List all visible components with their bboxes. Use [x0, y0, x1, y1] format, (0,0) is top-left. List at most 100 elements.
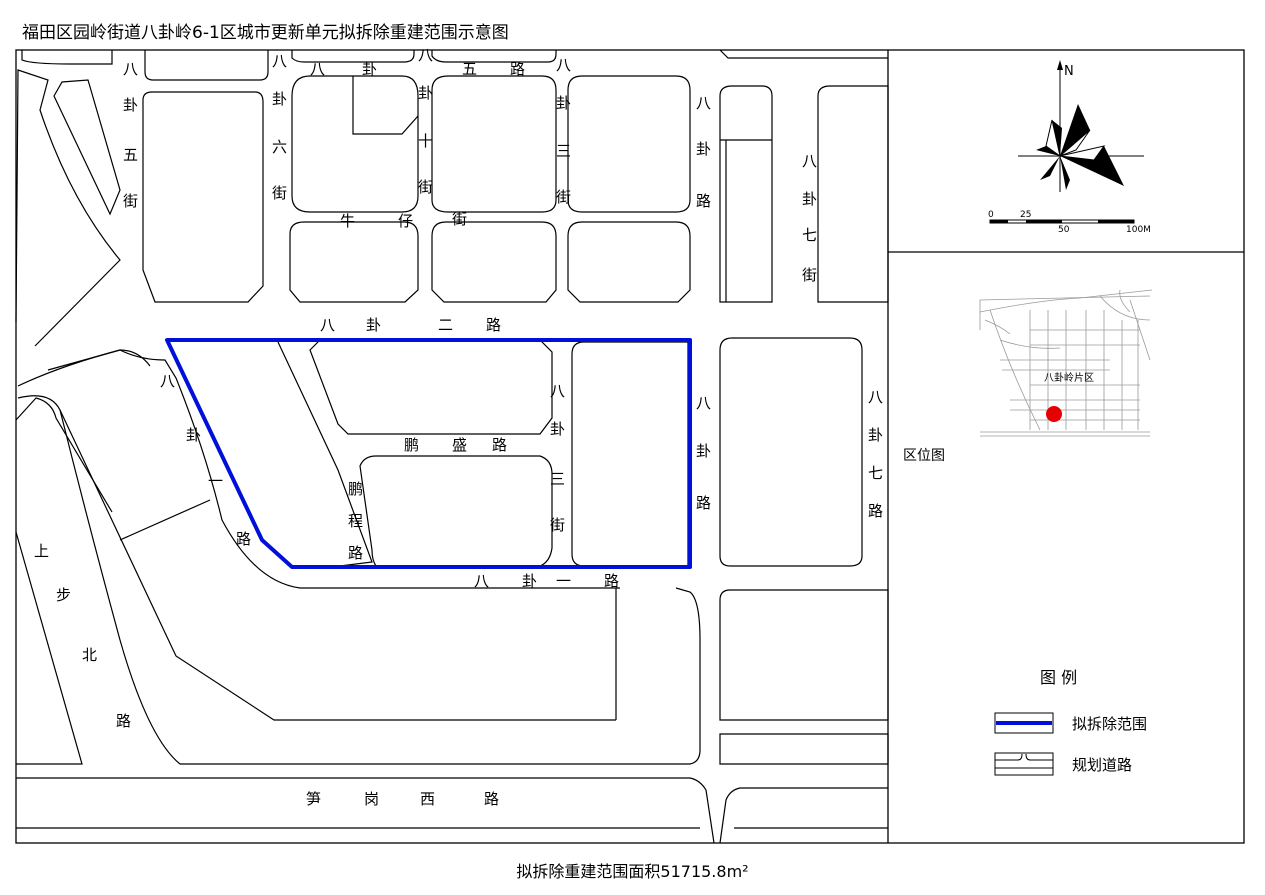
- road-char: 路: [236, 530, 251, 548]
- road-char: 八: [418, 46, 433, 64]
- location-district-label: 八卦岭片区: [1044, 371, 1094, 384]
- road-label-bagua-wu-jie: 八 卦 五 街: [123, 60, 138, 210]
- block: [59, 409, 701, 765]
- road-char: 卦: [418, 84, 433, 102]
- block: [277, 341, 373, 567]
- block: [359, 455, 553, 567]
- legend-title: 图 例: [1040, 668, 1077, 687]
- road-char: 步: [56, 586, 71, 604]
- road-char: 仔: [398, 212, 413, 230]
- road-char: 八: [696, 394, 711, 412]
- location-inset-map: [979, 289, 1153, 437]
- road-char: 鹏: [404, 436, 419, 454]
- block: [352, 76, 419, 135]
- road-char: 八: [556, 56, 571, 74]
- road-char: 二: [438, 316, 453, 334]
- road-char: 路: [510, 60, 525, 78]
- road-label-sungang: 笋 岗 西 路: [306, 790, 499, 808]
- compass-north-label: N: [1064, 64, 1074, 79]
- road-char: 八: [310, 60, 325, 78]
- road-label-bagua-shi-jie: 八 卦 十 街: [418, 46, 433, 196]
- legend-item-boundary: 拟拆除范围: [994, 712, 1147, 734]
- road-char: 八: [123, 60, 138, 78]
- block: [289, 221, 419, 303]
- block: [719, 49, 888, 59]
- road-label-bagua-er: 八 卦 二 路: [320, 316, 501, 334]
- block: [309, 339, 553, 435]
- map-title: 福田区园岭街道八卦岭6-1区城市更新单元拟拆除重建范围示意图: [22, 23, 509, 43]
- block: [15, 69, 121, 347]
- road-label-niuzai: 牛 仔 街: [340, 210, 467, 230]
- road-label-bagua-qi-lu: 八 卦 七 路: [868, 388, 883, 520]
- road-label-bagua-lu-top: 八 卦 路: [696, 94, 711, 210]
- road-char: 路: [116, 712, 131, 730]
- road-char: 卦: [556, 94, 571, 112]
- block: [431, 50, 557, 63]
- block: [431, 75, 557, 213]
- legend-label-boundary: 拟拆除范围: [1072, 715, 1147, 733]
- road-char: 卦: [123, 96, 138, 114]
- road-char: 卦: [522, 572, 537, 590]
- road-char: 八: [868, 388, 883, 406]
- block: [15, 397, 113, 513]
- road-char: 卦: [696, 442, 711, 460]
- scale-tick: 25: [1020, 210, 1031, 220]
- road-char: 卦: [272, 90, 287, 108]
- road-char: 路: [348, 544, 363, 562]
- block: [571, 341, 689, 567]
- road-char: 牛: [340, 212, 355, 230]
- block: [291, 50, 415, 63]
- block: [719, 733, 889, 765]
- road-char: 七: [868, 464, 883, 482]
- road-label-bagua-yi: 八 卦 一 路: [474, 572, 619, 590]
- block: [17, 349, 151, 387]
- road-char: 街: [802, 266, 817, 284]
- road-char: 七: [802, 226, 817, 244]
- road-char: 卦: [802, 190, 817, 208]
- road-char: 路: [492, 436, 507, 454]
- road-char: 八: [160, 372, 175, 390]
- road-label-bagua-qi-jie: 八 卦 七 街: [802, 152, 817, 284]
- block: [142, 91, 264, 303]
- road-char: 路: [868, 502, 883, 520]
- road-label-bagua-yi-diagonal: 八 卦 一 路: [160, 372, 251, 548]
- road-label-bagua-liu-jie: 八 卦 六 街: [272, 52, 287, 202]
- block: [567, 75, 691, 213]
- road-labels: 八 卦 五 路 八 卦 二 路 八 卦 一 路 八 卦 一 路 牛 仔 街: [34, 46, 883, 808]
- road-char: 街: [272, 184, 287, 202]
- road-char: 盛: [452, 436, 467, 454]
- road-char: 鹏: [348, 480, 363, 498]
- road-label-bagua-lu: 八 卦 路: [696, 394, 711, 512]
- road-char: 上: [34, 542, 49, 560]
- scale-bar: 0 25 50 100M: [988, 210, 1151, 235]
- road-char: 八: [320, 316, 335, 334]
- road-label-bagua-san-jie: 八 卦 三 街: [550, 382, 565, 534]
- redevelopment-boundary: [165, 338, 692, 569]
- block: [719, 589, 889, 721]
- road-char: 笋: [306, 790, 321, 808]
- block: [144, 50, 269, 81]
- road-char: 八: [272, 52, 287, 70]
- road-char: 路: [604, 572, 619, 590]
- road-char: 卦: [550, 420, 565, 438]
- road-char: 三: [550, 470, 565, 488]
- road-char: 卦: [696, 140, 711, 158]
- legend-label-planned-road: 规划道路: [1072, 756, 1132, 774]
- road-char: 街: [556, 188, 571, 206]
- block-outlines: [15, 49, 889, 844]
- block: [119, 499, 211, 541]
- road-char: 五: [123, 146, 138, 164]
- road-char: 卦: [868, 426, 883, 444]
- road-char: 一: [208, 472, 223, 490]
- road-char: 六: [272, 138, 287, 156]
- map-frame: [15, 49, 1245, 844]
- road-char: 八: [696, 94, 711, 112]
- block: [21, 50, 113, 65]
- road-char: 卦: [362, 60, 377, 78]
- block: [719, 787, 888, 844]
- block: [719, 85, 773, 303]
- road-char: 路: [696, 192, 711, 210]
- legend-item-planned-road: 规划道路: [994, 752, 1132, 776]
- road-char: 三: [556, 142, 571, 160]
